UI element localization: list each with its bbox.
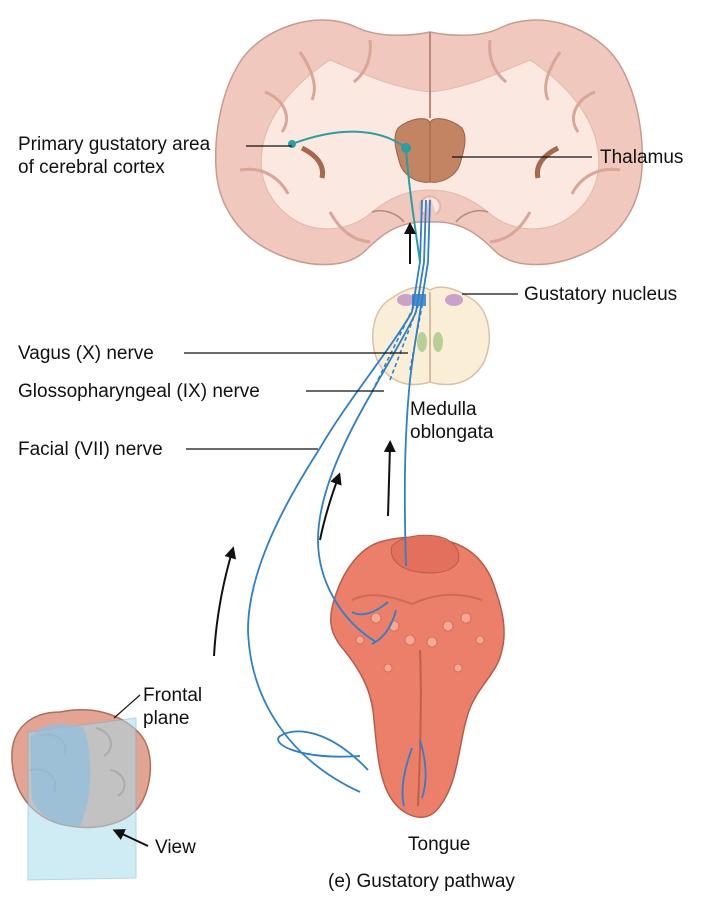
tract-medulla-to-thalamus bbox=[405, 147, 421, 263]
medulla-section bbox=[371, 286, 491, 386]
label-frontal-line-1: Frontal bbox=[143, 685, 203, 706]
label-thalamus: Thalamus bbox=[600, 147, 684, 168]
label-primary-gustatory-area: Primary gustatory area of cerebral corte… bbox=[18, 133, 210, 179]
label-frontal-plane: Frontal plane bbox=[143, 684, 202, 730]
facial-nerve-branch bbox=[277, 730, 369, 771]
label-view: View bbox=[155, 837, 196, 858]
leader-lines bbox=[113, 145, 592, 719]
cerebrum-section bbox=[214, 19, 644, 266]
thalamus-right bbox=[429, 118, 466, 183]
leader-frontal-plane bbox=[113, 694, 141, 719]
figure-caption: (e) Gustatory pathway bbox=[328, 871, 515, 892]
arrow-up-facial bbox=[213, 546, 237, 657]
thalamus-left bbox=[394, 118, 431, 183]
label-facial-nerve: Facial (VII) nerve bbox=[18, 439, 163, 460]
label-glossopharyngeal-nerve: Glossopharyngeal (IX) nerve bbox=[18, 381, 260, 402]
brain-orientation-inset bbox=[11, 709, 151, 881]
dashed-nerve-segments bbox=[371, 305, 423, 393]
label-medulla-line-2: oblongata bbox=[410, 422, 494, 443]
label-gustatory-nucleus: Gustatory nucleus bbox=[524, 284, 678, 305]
tract-thalamus-to-cortex bbox=[291, 130, 407, 149]
label-cortex-line-1: Primary gustatory area bbox=[18, 134, 211, 155]
label-medulla-oblongata: Medulla oblongata bbox=[410, 398, 493, 444]
label-cortex-line-2: of cerebral cortex bbox=[18, 157, 165, 178]
arrow-up-glossopharyngeal bbox=[319, 472, 342, 541]
tongue-illustration bbox=[330, 534, 505, 819]
arrow-up-vagus bbox=[383, 440, 396, 517]
arrow-view bbox=[112, 829, 149, 847]
label-vagus-nerve: Vagus (X) nerve bbox=[18, 343, 154, 364]
nucleus-right bbox=[445, 294, 463, 306]
label-frontal-line-2: plane bbox=[143, 708, 190, 729]
label-medulla-line-1: Medulla bbox=[410, 399, 477, 420]
tongue-nerve-branches bbox=[351, 601, 427, 807]
gustatory-tract bbox=[288, 130, 421, 263]
thalamic-relay-node bbox=[401, 143, 411, 153]
label-tongue: Tongue bbox=[408, 834, 471, 855]
facial-nerve-path bbox=[247, 311, 413, 793]
direction-arrows bbox=[112, 222, 416, 847]
nucleus-left bbox=[397, 294, 415, 306]
